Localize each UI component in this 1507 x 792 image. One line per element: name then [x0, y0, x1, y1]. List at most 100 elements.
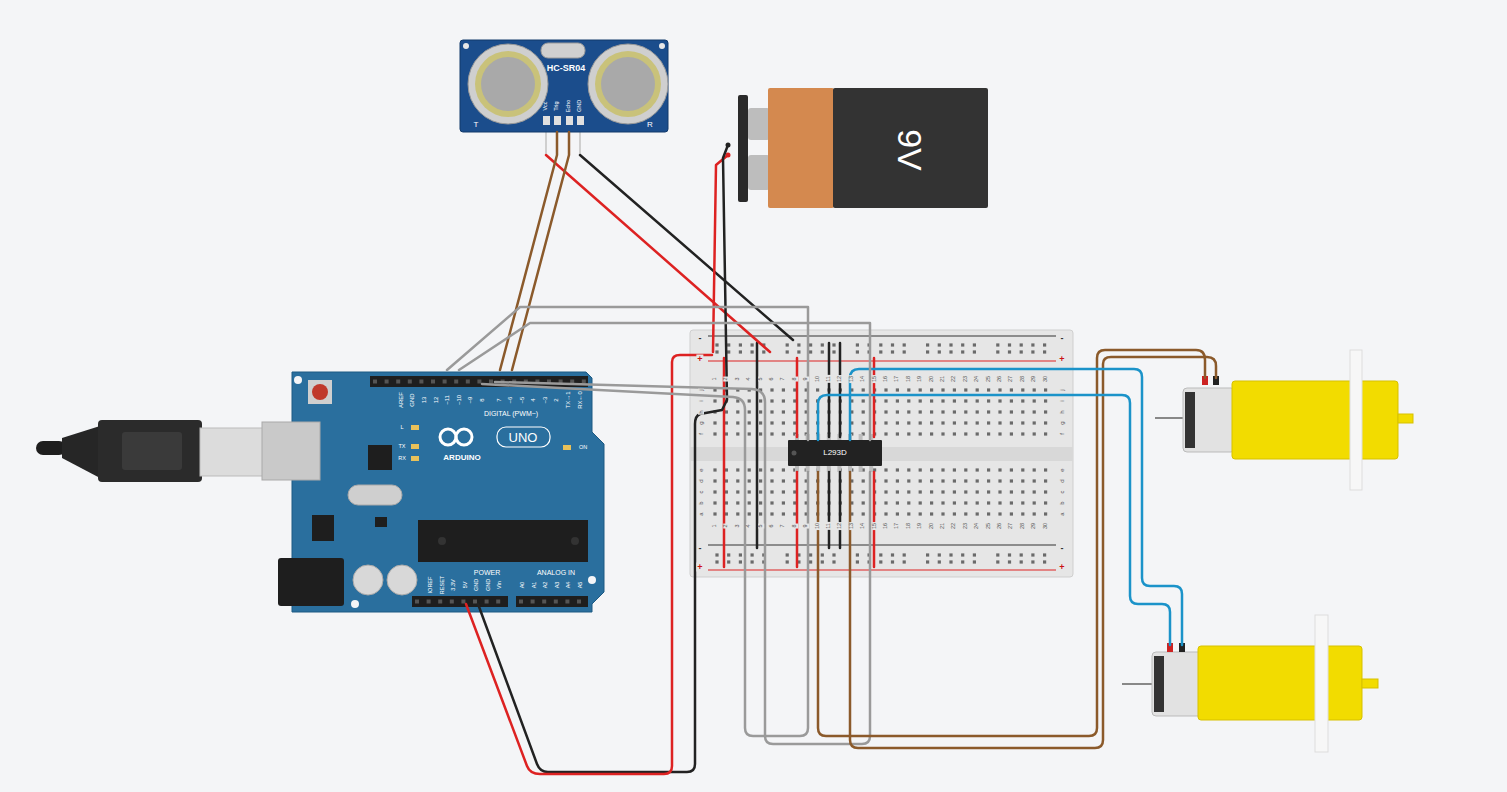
breadboard-hole	[739, 343, 742, 346]
breadboard-hole	[1021, 512, 1024, 515]
pin-label: GND	[577, 100, 583, 112]
breadboard-hole	[1043, 343, 1046, 346]
breadboard-hole	[1020, 350, 1023, 353]
breadboard-label: j	[1059, 388, 1065, 391]
breadboard-hole	[907, 479, 910, 482]
breadboard-hole	[1010, 479, 1013, 482]
breadboard-label: 29	[1031, 522, 1037, 530]
breadboard-hole	[1010, 490, 1013, 493]
battery-9v	[748, 155, 770, 190]
breadboard-hole	[1031, 553, 1034, 556]
breadboard-hole	[941, 490, 944, 493]
battery-9v	[738, 95, 748, 202]
breadboard-hole	[961, 560, 964, 563]
breadboard-label: +	[1058, 355, 1065, 364]
breadboard-hole	[1020, 553, 1023, 556]
breadboard-label: 23	[963, 375, 969, 383]
ultrasonic-sensor	[659, 43, 665, 49]
breadboard-hole	[930, 399, 933, 402]
breadboard-hole	[930, 479, 933, 482]
breadboard-hole	[1033, 468, 1036, 471]
pin-label: A5	[578, 582, 584, 589]
breadboard-hole	[770, 432, 773, 435]
breadboard-hole	[987, 432, 990, 435]
pin-label: 5V	[463, 582, 469, 589]
arduino-board	[387, 565, 417, 595]
breadboard-hole	[961, 343, 964, 346]
usb-cable	[36, 441, 66, 455]
breadboard-hole	[1043, 560, 1046, 563]
breadboard-hole	[996, 560, 999, 563]
breadboard-hole	[832, 560, 835, 563]
breadboard-hole	[748, 490, 751, 493]
breadboard-label: -	[1060, 334, 1065, 343]
breadboard-hole	[1010, 410, 1013, 413]
breadboard-hole	[832, 343, 835, 346]
breadboard-hole	[976, 512, 979, 515]
breadboard-label: i	[1059, 399, 1065, 402]
breadboard-hole	[941, 399, 944, 402]
breadboard-hole	[782, 468, 785, 471]
breadboard-hole	[1021, 490, 1024, 493]
pin-label: A4	[566, 582, 572, 589]
pin-label: 2	[553, 398, 559, 401]
breadboard-label: 5	[758, 376, 764, 381]
breadboard-hole	[1044, 410, 1047, 413]
ultrasonic-sensor	[460, 40, 668, 155]
breadboard-hole	[1033, 399, 1036, 402]
breadboard-hole	[1031, 343, 1034, 346]
breadboard-hole	[782, 399, 785, 402]
breadboard-hole	[1008, 350, 1011, 353]
ultrasonic-sensor	[566, 116, 573, 125]
dc-motor	[1398, 414, 1413, 423]
breadboard-hole	[964, 421, 967, 424]
arduino-board	[438, 537, 446, 545]
jumper-wires	[818, 350, 1205, 736]
breadboard-hole	[1021, 432, 1024, 435]
breadboard-label: f	[698, 432, 704, 436]
pin-label: L	[400, 425, 403, 431]
breadboard-hole	[809, 350, 812, 353]
breadboard-hole	[998, 468, 1001, 471]
breadboard-hole	[715, 343, 718, 346]
breadboard	[708, 361, 1056, 362]
dc-motor	[1154, 656, 1164, 712]
pin-label: RESET	[440, 576, 446, 594]
breadboard-label: 1	[712, 523, 718, 528]
pin-label: ~3	[542, 397, 548, 404]
breadboard-label: 24	[974, 522, 980, 530]
breadboard-label: 3	[735, 523, 741, 528]
usb-cable	[98, 420, 202, 482]
breadboard-hole	[748, 501, 751, 504]
pin-label: ~5	[519, 397, 525, 404]
breadboard-label: 28	[1020, 375, 1026, 383]
breadboard-hole	[879, 343, 882, 346]
breadboard-hole	[759, 399, 762, 402]
breadboard-hole	[1010, 432, 1013, 435]
breadboard-hole	[770, 388, 773, 391]
breadboard-hole	[736, 512, 739, 515]
breadboard-hole	[725, 468, 728, 471]
breadboard-hole	[907, 468, 910, 471]
breadboard-label: 16	[883, 522, 889, 530]
breadboard-hole	[976, 421, 979, 424]
dc-motor	[1315, 615, 1328, 752]
breadboard-hole	[996, 350, 999, 353]
breadboard-label: 25	[986, 522, 992, 530]
breadboard-label: 4	[746, 376, 752, 381]
breadboard-label: 13	[849, 522, 855, 530]
breadboard-hole	[930, 490, 933, 493]
breadboard-label: 27	[1009, 522, 1015, 530]
arduino-board	[563, 445, 571, 450]
pin-label: A2	[543, 582, 549, 589]
breadboard-hole	[884, 421, 887, 424]
breadboard-hole	[907, 399, 910, 402]
breadboard-hole	[1031, 560, 1034, 563]
breadboard-hole	[919, 399, 922, 402]
breadboard	[708, 570, 1056, 571]
arduino-board	[368, 445, 392, 470]
jumper-wires	[478, 145, 728, 772]
breadboard-hole	[973, 343, 976, 346]
breadboard-hole	[713, 490, 716, 493]
breadboard-hole	[1020, 560, 1023, 563]
